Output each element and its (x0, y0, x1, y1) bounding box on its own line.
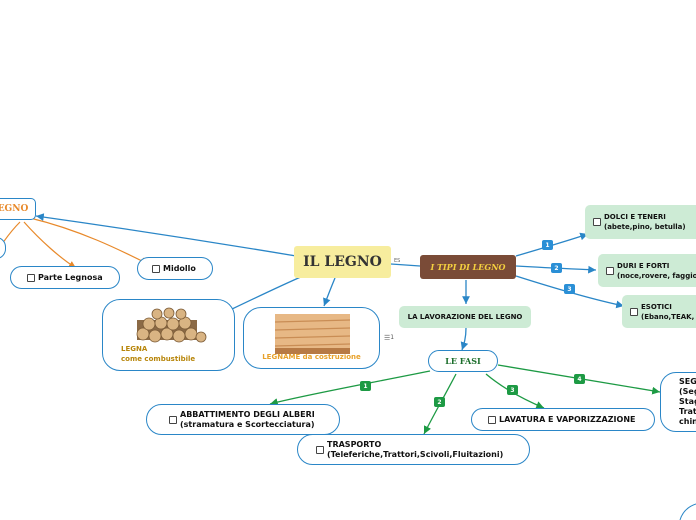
link-orange-2 (23, 221, 77, 269)
link-orange-1 (1, 221, 21, 245)
tipo-duri-line2: (noce,rovere, faggio) (617, 271, 696, 280)
checkbox-icon[interactable] (152, 264, 160, 273)
checkbox-icon[interactable] (27, 273, 35, 282)
tipo-dolci-line1: DOLCI E TENERI (604, 213, 666, 221)
partial-node-bottom-right (679, 503, 696, 520)
fasi-title: LE FASI (445, 356, 481, 366)
fase-segagione-line5: chin (679, 417, 696, 426)
tipo-dolci-line2: (abete,pino, betulla) (604, 223, 686, 231)
list-icon: ☰ (384, 334, 391, 342)
link-central-legna (229, 275, 304, 311)
legname-node[interactable]: LEGNAME da costruzione (243, 307, 380, 369)
fase-segagione-node[interactable]: SEG (Seg Stag Trat chin (660, 372, 696, 432)
legna-line2: come combustibile (121, 355, 196, 363)
link-central-legname (323, 277, 336, 307)
checkbox-icon[interactable] (630, 307, 638, 316)
tipo-esotici-line1: ESOTICI (641, 302, 672, 311)
tipo-duri-text: DURI E FORTI (noce,rovere, faggio) (617, 261, 696, 281)
partial-left-label: EGNO (0, 204, 29, 214)
link-central-left (35, 213, 297, 257)
note-count: 1 (390, 334, 395, 341)
fase-trasporto-node[interactable]: TRASPORTO (Teleferiche,Trattori,Scivoli,… (297, 434, 530, 465)
fase-trasporto-text: TRASPORTO (Teleferiche,Trattori,Scivoli,… (327, 440, 503, 460)
checkbox-icon[interactable] (593, 218, 601, 226)
fasi-node[interactable]: LE FASI (428, 350, 498, 372)
fase-badge-2: 2 (434, 397, 445, 407)
legname-label: LEGNAME da costruzione (262, 353, 361, 361)
note-indicator[interactable]: ☰ 1 (384, 333, 394, 343)
tipo-badge-1: 1 (542, 240, 553, 250)
fase-segagione-line3: Stag (679, 397, 696, 406)
link-tipi-3 (515, 275, 625, 309)
fase-segagione-text: SEG (Seg Stag Trat chin (679, 377, 696, 427)
fase-segagione-line2: (Seg (679, 387, 696, 396)
fase-segagione-line4: Trat (679, 407, 696, 416)
tipo-badge-2: 2 (551, 263, 562, 273)
fase-abbattimento-text: ABBATTIMENTO DEGLI ALBERI (stramatura e … (180, 410, 315, 430)
tipi-title: I TIPI DI LEGNO (430, 262, 506, 272)
tipo-badge-3: 3 (564, 284, 575, 294)
legna-text: LEGNA come combustibile (121, 344, 195, 364)
checkbox-icon[interactable] (316, 445, 324, 454)
fase-badge-4: 4 (574, 374, 585, 384)
central-tag: ES (394, 258, 401, 264)
fase-badge-1: 1 (360, 381, 371, 391)
checkbox-icon[interactable] (488, 415, 496, 424)
tipo-dolci-node[interactable]: DOLCI E TENERI (abete,pino, betulla) (585, 205, 696, 239)
link-orange-3 (29, 217, 149, 265)
fase-lavatura-label: LAVATURA E VAPORIZZAZIONE (499, 414, 636, 424)
legna-line1: LEGNA (121, 345, 148, 353)
tipo-esotici-text: ESOTICI (Ebano,TEAK, i (641, 302, 696, 322)
tipi-node[interactable]: I TIPI DI LEGNO (420, 255, 516, 279)
fase-trasporto-line2: (Teleferiche,Trattori,Scivoli,Fluitazion… (327, 449, 504, 459)
fase-abbattimento-line1: ABBATTIMENTO DEGLI ALBERI (180, 409, 315, 419)
central-node[interactable]: IL LEGNO (294, 246, 391, 278)
fase-abbattimento-line2: (stramatura e Scortecciatura) (180, 419, 315, 429)
link-fasi-1 (269, 370, 431, 406)
legna-node[interactable]: LEGNA come combustibile (102, 299, 235, 371)
link-tipi-1 (515, 232, 589, 257)
midollo-node[interactable]: Midollo (137, 257, 213, 280)
fase-abbattimento-node[interactable]: ABBATTIMENTO DEGLI ALBERI (stramatura e … (146, 404, 340, 435)
tipo-duri-line1: DURI E FORTI (617, 261, 670, 270)
lavorazione-title: LA LAVORAZIONE DEL LEGNO (407, 313, 523, 321)
link-fasi-4 (497, 364, 661, 395)
checkbox-icon[interactable] (606, 266, 614, 275)
fase-lavatura-node[interactable]: LAVATURA E VAPORIZZAZIONE (471, 408, 655, 431)
wood-logs-image (133, 306, 211, 346)
fase-segagione-line1: SEG (679, 377, 696, 386)
fase-trasporto-line1: TRASPORTO (327, 439, 382, 449)
parte-legnosa-node[interactable]: Parte Legnosa (10, 266, 120, 289)
link-lavorazione-fasi (460, 327, 469, 351)
tipo-esotici-line2: (Ebano,TEAK, i (641, 312, 696, 321)
partial-left-node[interactable]: EGNO (0, 198, 36, 220)
midollo-label: Midollo (163, 263, 196, 273)
parte-legnosa-label: Parte Legnosa (38, 272, 103, 282)
tipo-esotici-node[interactable]: ESOTICI (Ebano,TEAK, i (622, 295, 696, 328)
checkbox-icon[interactable] (169, 415, 177, 424)
tipo-duri-node[interactable]: DURI E FORTI (noce,rovere, faggio) (598, 254, 696, 287)
fase-badge-3: 3 (507, 385, 518, 395)
central-title: IL LEGNO (303, 254, 382, 270)
link-central-tipi (390, 263, 421, 267)
lavorazione-node[interactable]: LA LAVORAZIONE DEL LEGNO (399, 306, 531, 328)
lumber-image (274, 314, 351, 354)
tipo-dolci-text: DOLCI E TENERI (abete,pino, betulla) (604, 212, 686, 232)
